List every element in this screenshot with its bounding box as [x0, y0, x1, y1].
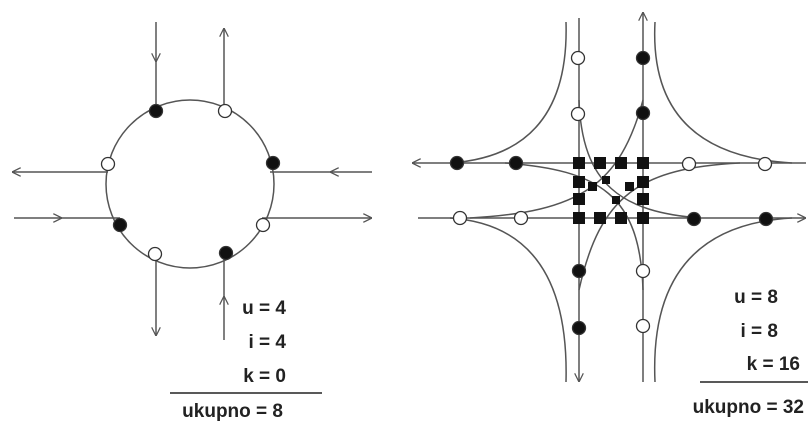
- diverge-point: [147, 246, 163, 262]
- crossing-point: [573, 157, 585, 169]
- right-turn-sw: [449, 217, 567, 383]
- crossing-point: [637, 212, 649, 224]
- merge-point: [508, 155, 524, 171]
- crossing-point: [594, 157, 606, 169]
- crossing-point: [615, 212, 627, 224]
- crossing-conflict-points: [573, 157, 649, 224]
- crossing-point: [602, 176, 610, 184]
- diverge-point: [635, 263, 651, 279]
- crossing-point: [573, 212, 585, 224]
- formula-total: ukupno = 32: [693, 397, 804, 418]
- merge-point: [686, 211, 702, 227]
- roundabout-ring: [105, 99, 275, 269]
- crossing-point: [612, 196, 620, 204]
- crossing-point: [573, 193, 585, 205]
- right-formula: u = 8 i = 8 k = 16 ukupno = 32: [693, 287, 808, 418]
- crossing-point: [637, 193, 649, 205]
- roundabout-diagram: [12, 22, 372, 340]
- merge-point: [635, 105, 651, 121]
- diverge-point: [513, 210, 529, 226]
- left-formula: u = 4 i = 4 k = 0 ukupno = 8: [170, 298, 322, 422]
- formula-u: u = 8: [734, 287, 778, 308]
- crossing-point: [615, 157, 627, 169]
- left-turn-east-to-south: [578, 162, 741, 291]
- merge-point: [758, 211, 774, 227]
- crossing-point: [573, 176, 585, 188]
- formula-u: u = 4: [242, 298, 286, 319]
- diverge-point: [100, 156, 116, 172]
- merge-point: [218, 245, 234, 261]
- formula-i: i = 8: [741, 321, 779, 342]
- merge-point: [112, 217, 128, 233]
- crossing-point: [625, 182, 634, 191]
- merge-point: [635, 50, 651, 66]
- diverge-point: [570, 50, 586, 66]
- merge-point: [571, 320, 587, 336]
- formula-k: k = 16: [747, 354, 800, 375]
- crossing-point: [637, 157, 649, 169]
- crossing-point: [594, 212, 606, 224]
- diverge-point: [635, 318, 651, 334]
- formula-i: i = 4: [249, 332, 287, 353]
- formula-total: ukupno = 8: [182, 401, 283, 422]
- diverge-point: [757, 156, 773, 172]
- right-turn-ne: [653, 21, 793, 164]
- merge-point: [265, 155, 281, 171]
- right-turn-se: [653, 217, 793, 383]
- merge-point: [148, 103, 164, 119]
- diverge-point: [217, 103, 233, 119]
- crossing-point: [588, 182, 597, 191]
- left-turn-north-to-east: [578, 99, 701, 219]
- intersection-merge-diverge-points: [449, 50, 774, 336]
- right-turn-nw: [449, 21, 567, 164]
- diverge-point: [681, 156, 697, 172]
- formula-k: k = 0: [243, 366, 286, 387]
- diverge-point: [255, 217, 271, 233]
- diverge-point: [452, 210, 468, 226]
- diverge-point: [570, 106, 586, 122]
- crossing-point: [637, 176, 649, 188]
- left-turn-south-to-west: [504, 162, 644, 291]
- merge-point: [571, 263, 587, 279]
- roundabout-conflict-points: [100, 103, 281, 262]
- merge-point: [449, 155, 465, 171]
